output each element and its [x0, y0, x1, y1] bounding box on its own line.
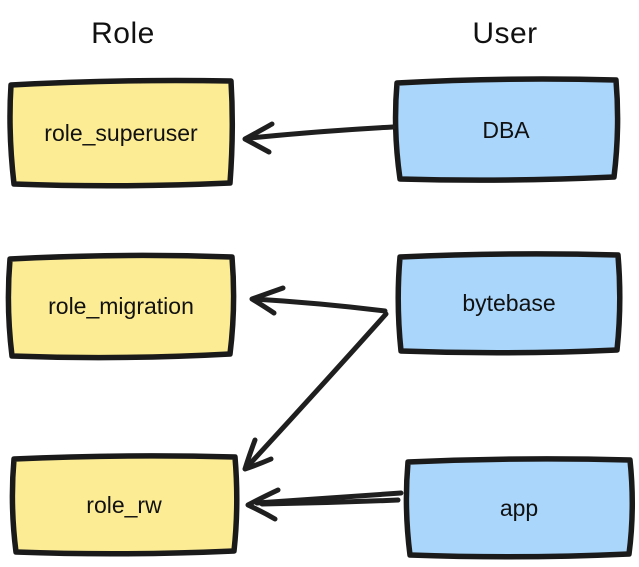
edge-bytebase-to-role-migration [249, 285, 388, 316]
user-bytebase-box [395, 251, 623, 356]
user-app-box [403, 456, 635, 560]
edge-bytebase-to-role-rw-arrowhead [242, 437, 274, 472]
edge-app-to-role-rw-line-overdraw [259, 497, 401, 507]
role-superuser-label: role_superuser [44, 120, 198, 146]
role-rw-label: role_rw [86, 492, 162, 518]
edge-app-to-role-rw [245, 487, 404, 522]
user-dba-label: DBA [482, 117, 530, 143]
edge-bytebase-to-role-rw [242, 311, 389, 472]
edge-bytebase-to-role-migration-line [251, 296, 388, 314]
role-superuser-box [7, 77, 236, 189]
user-dba-box [392, 76, 621, 183]
role-migration-label: role_migration [48, 293, 194, 319]
edge-dba-to-role-superuser-arrowhead [242, 121, 275, 155]
user-bytebase-label: bytebase [462, 290, 555, 316]
edge-dba-to-role-superuser-line [247, 124, 396, 141]
user-app-label: app [500, 495, 538, 521]
edge-bytebase-to-role-rw-line [244, 311, 389, 470]
column-header-role: Role [91, 17, 155, 50]
edge-bytebase-to-role-migration-arrowhead [249, 285, 286, 316]
role-migration-box [5, 252, 237, 361]
edge-app-to-role-rw-arrowhead [245, 487, 281, 522]
role-rw-box [9, 453, 240, 557]
column-header-user: User [472, 17, 537, 50]
edge-dba-to-role-superuser [242, 121, 396, 155]
